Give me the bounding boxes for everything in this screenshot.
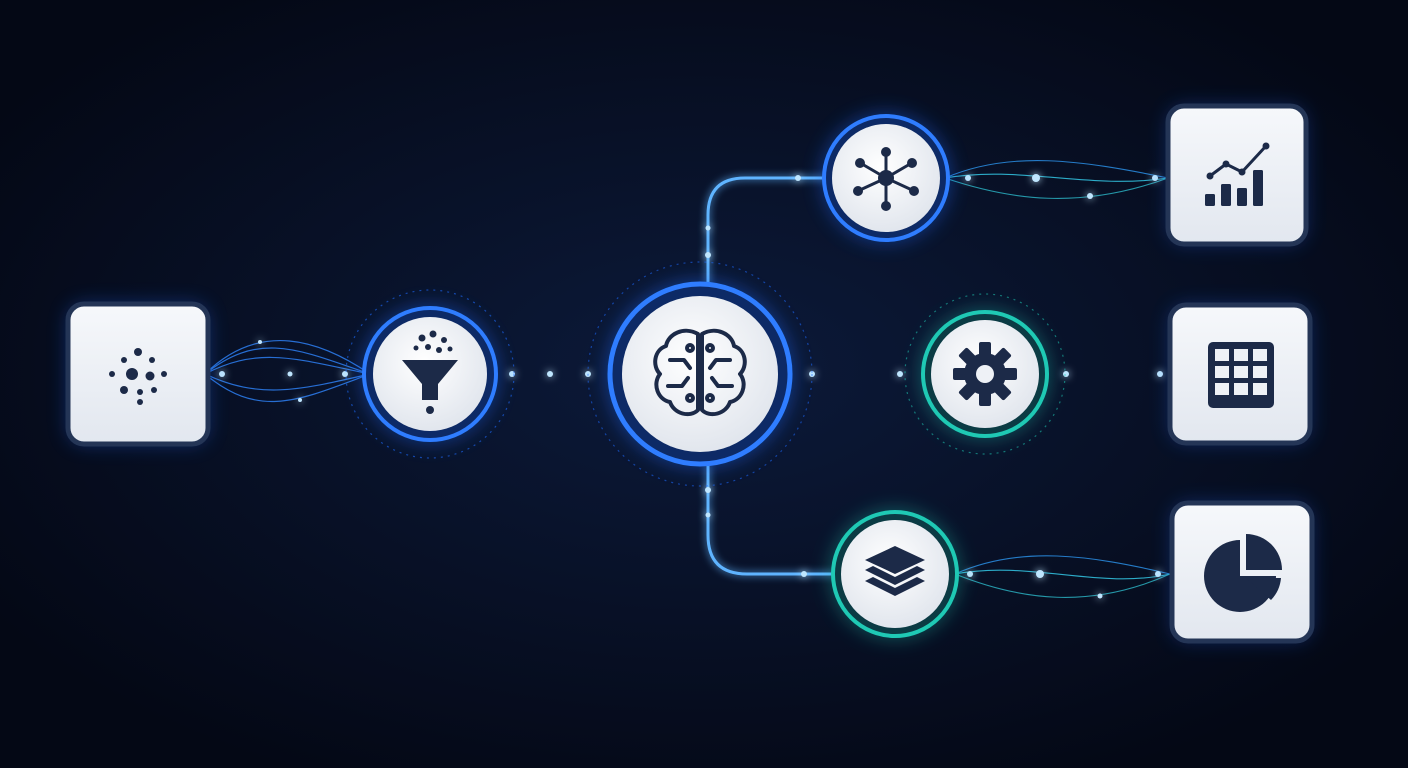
- connection-core-to-layers: [706, 464, 836, 576]
- node-output-table[interactable]: [1167, 302, 1313, 446]
- brain-circuit-icon: [653, 328, 747, 417]
- funnel-icon: [402, 330, 458, 414]
- node-layers[interactable]: [831, 510, 959, 638]
- node-output-trend[interactable]: [1165, 103, 1309, 247]
- junction-dots: [219, 174, 1163, 599]
- bar-trend-chart-icon: [1205, 142, 1270, 206]
- network-hub-icon: [853, 147, 919, 211]
- node-filter[interactable]: [345, 289, 515, 459]
- connection-core-to-network: [706, 176, 830, 285]
- connection-source-to-filter: [204, 340, 371, 403]
- node-ai-core[interactable]: [587, 261, 813, 487]
- table-grid-icon: [1208, 342, 1274, 408]
- gear-icon: [953, 342, 1017, 406]
- pie-chart-icon: [1204, 534, 1282, 612]
- node-settings[interactable]: [904, 293, 1066, 455]
- layers-icon: [865, 546, 925, 596]
- node-data-source[interactable]: [65, 301, 211, 447]
- connection-layer: [204, 160, 1171, 599]
- node-network[interactable]: [822, 114, 950, 242]
- scatter-dots-icon: [109, 348, 167, 405]
- node-output-pie[interactable]: [1169, 500, 1315, 644]
